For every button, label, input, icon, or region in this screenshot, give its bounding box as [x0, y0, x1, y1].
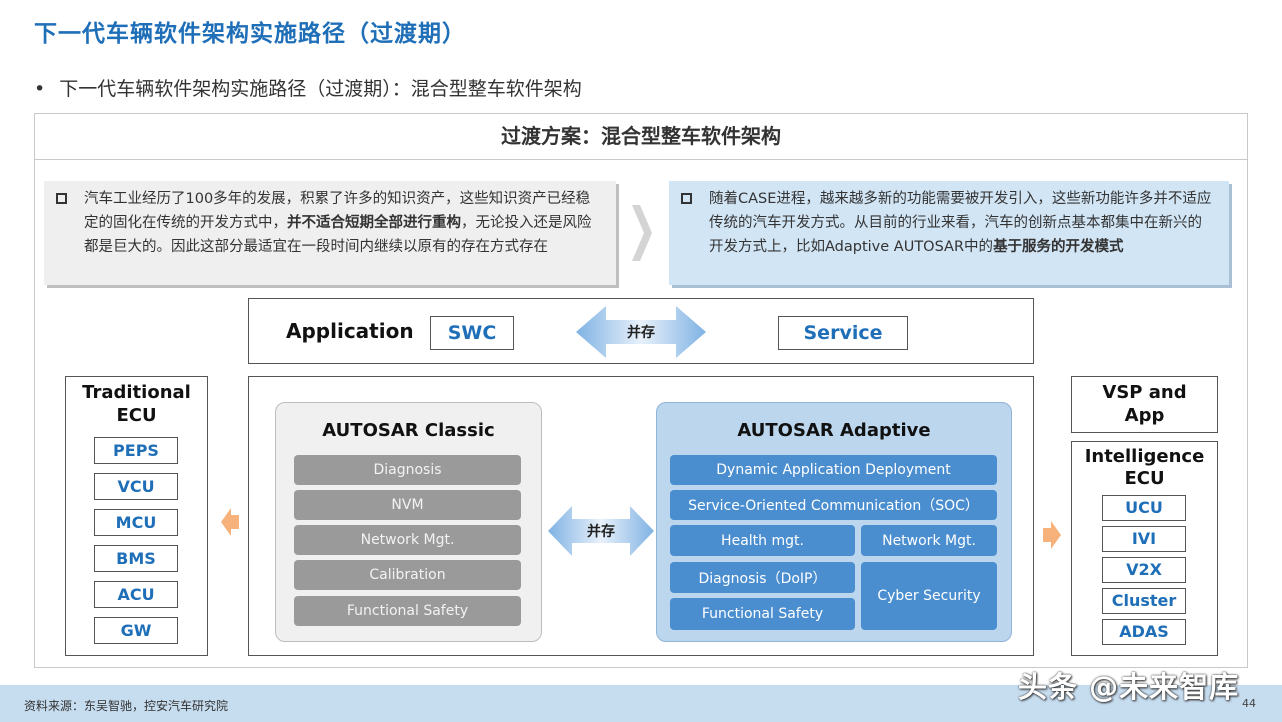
traditional-ecu-item: PEPS [94, 437, 178, 464]
bullet-line: • 下一代车辆软件架构实施路径（过渡期）：混合型整车软件架构 [34, 74, 582, 101]
traditional-title-line1: Traditional [82, 382, 191, 403]
note-right-bold: 基于服务的开发模式 [993, 239, 1124, 255]
note-left-text: 汽车工业经历了100多年的发展，积累了许多的知识资产，这些知识资产已经稳定的固化… [84, 191, 591, 231]
intelligence-ecu-item: V2X [1102, 557, 1186, 583]
scheme-title: 过渡方案：混合型整车软件架构 [34, 113, 1248, 160]
intelligence-ecu-item: Cluster [1102, 588, 1186, 614]
intelligence-ecu-item: IVI [1102, 526, 1186, 552]
intelligence-title-line1: Intelligence [1084, 446, 1205, 467]
autosar-classic-title: AUTOSAR Classic [322, 420, 495, 441]
note-left: 汽车工业经历了100多年的发展，积累了许多的知识资产，这些知识资产已经稳定的固化… [44, 181, 616, 285]
chevron-right-icon [632, 205, 652, 261]
note-left-text-end: ，无论投入还是风险都是巨大的。因此这部分最适宜在一段时间内继续以原有的存在方式存… [84, 215, 592, 255]
vsp-line1: VSP and [1102, 382, 1187, 403]
adaptive-network-mgt: Network Mgt. [861, 525, 997, 556]
adaptive-dynamic-deployment: Dynamic Application Deployment [670, 455, 997, 485]
watermark: 头条 @未来智库 [1018, 670, 1240, 704]
swc-box: SWC [430, 316, 514, 350]
note-right: 随着CASE进程，越来越多新的功能需要被开发引入，这些新功能许多并不适应传统的汽… [669, 181, 1229, 285]
adaptive-cyber-security: Cyber Security [861, 562, 997, 630]
autosar-adaptive-title: AUTOSAR Adaptive [737, 420, 931, 441]
adaptive-diagnosis-doip: Diagnosis（DoIP） [670, 562, 855, 593]
double-arrow-icon [576, 306, 706, 358]
vsp-app-title: VSP and App [1071, 381, 1218, 427]
traditional-ecu-item: GW [94, 617, 178, 644]
vsp-line2: App [1124, 405, 1165, 426]
traditional-ecu-title: Traditional ECU [65, 381, 208, 427]
classic-item: Network Mgt. [294, 525, 521, 555]
traditional-ecu-item: ACU [94, 581, 178, 608]
coexist-arrow-middle: 并存 [548, 506, 654, 556]
coexist-label-middle: 并存 [587, 524, 615, 540]
traditional-ecu-item: MCU [94, 509, 178, 536]
checkbox-square-icon [56, 193, 67, 204]
checkbox-square-icon [681, 193, 692, 204]
page-title: 下一代车辆软件架构实施路径（过渡期） [34, 21, 466, 47]
outer-frame [34, 113, 1248, 668]
arrow-right-icon [1043, 521, 1061, 549]
source-footer: 资料来源：东吴智驰，控安汽车研究院 [24, 699, 229, 713]
page-number: 44 [1242, 697, 1256, 710]
adaptive-functional-safety: Functional Safety [670, 598, 855, 630]
traditional-ecu-item: VCU [94, 473, 178, 500]
note-right-text: 随着CASE进程，越来越多新的功能需要被开发引入，这些新功能许多并不适应传统的汽… [709, 191, 1212, 255]
classic-item: NVM [294, 490, 521, 520]
double-arrow-icon [548, 506, 654, 556]
footer-band [0, 685, 1282, 722]
adaptive-health-mgt: Health mgt. [670, 525, 855, 556]
vsp-app-frame [1071, 376, 1218, 433]
adaptive-soc: Service-Oriented Communication（SOC） [670, 490, 997, 520]
application-label: Application [286, 319, 414, 343]
coexist-label: 并存 [627, 325, 655, 341]
bullet-dot: • [34, 78, 46, 100]
classic-item: Calibration [294, 560, 521, 590]
traditional-ecu-item: BMS [94, 545, 178, 572]
note-left-bold: 并不适合短期全部进行重构 [287, 215, 461, 231]
intelligence-ecu-title: Intelligence ECU [1071, 446, 1218, 490]
service-box: Service [778, 316, 908, 350]
intelligence-ecu-item: ADAS [1102, 619, 1186, 645]
intelligence-ecu-item: UCU [1102, 495, 1186, 521]
arrow-left-icon [221, 508, 239, 536]
classic-item: Diagnosis [294, 455, 521, 485]
bullet-text: 下一代车辆软件架构实施路径（过渡期）：混合型整车软件架构 [59, 78, 582, 100]
classic-item: Functional Safety [294, 596, 521, 626]
intelligence-title-line2: ECU [1124, 468, 1165, 489]
coexist-arrow-top: 并存 [576, 306, 706, 358]
traditional-title-line2: ECU [116, 405, 157, 426]
